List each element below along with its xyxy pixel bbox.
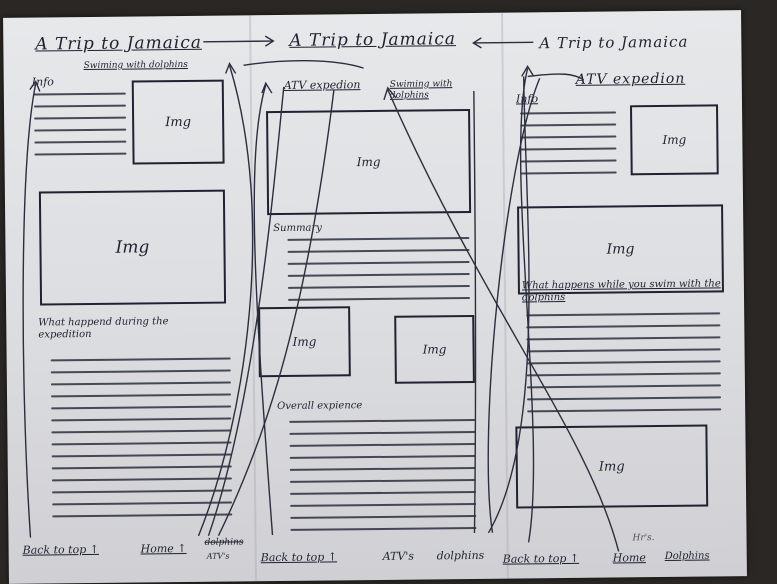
arrow-right-icon	[203, 40, 274, 43]
arrow-left-icon	[473, 41, 534, 44]
navigation-arrows	[22, 35, 620, 552]
sketch-paper: A Trip to Jamaica Swiming with dolphins …	[3, 10, 747, 584]
back-to-top-arrow	[22, 83, 37, 538]
